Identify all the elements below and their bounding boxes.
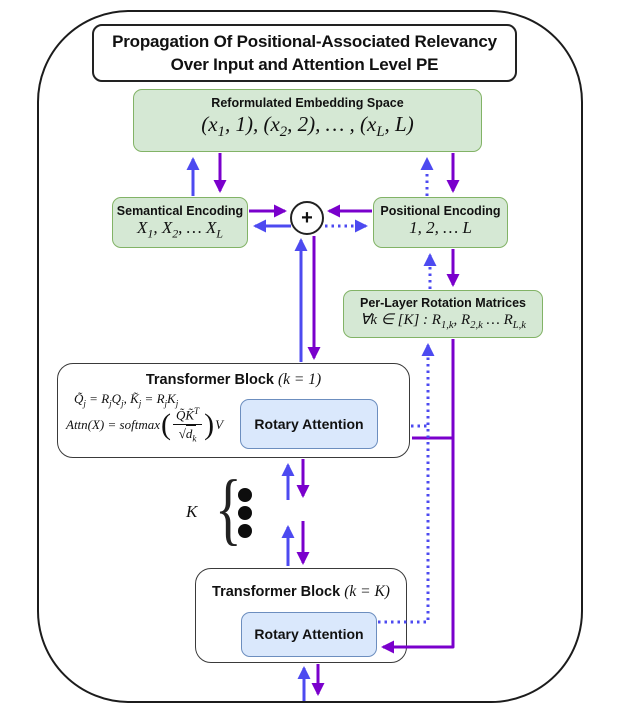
ellipsis-dot xyxy=(238,488,252,502)
plus-combiner-circle: + xyxy=(290,201,324,235)
sqrt-body: dk xyxy=(185,425,197,444)
ellipsis-dot xyxy=(238,506,252,520)
reformulated-math: (x1, 1), (x2, 2), … , (xL, L) xyxy=(201,112,414,141)
diagram-title-box: Propagation Of Positional-Associated Rel… xyxy=(92,24,517,82)
rotary-attention-box-1: Rotary Attention xyxy=(240,399,378,449)
per-layer-title: Per-Layer Rotation Matrices xyxy=(359,296,527,310)
attn-denominator: √dk xyxy=(173,425,202,444)
rotary-attention-box-K: Rotary Attention xyxy=(241,612,377,657)
positional-title: Positional Encoding xyxy=(380,204,501,218)
transformer-block-K-title: Transformer Block (k = K) xyxy=(212,583,390,600)
k-repeat-brace: { xyxy=(214,465,242,553)
transformer-block-K-index: (k = K) xyxy=(344,583,390,600)
per-layer-math: ∀k ∈ [K] : R1,k, R2,k … RL,k xyxy=(360,312,526,331)
rotation-equation: Q̃j = RjQj, K̃j = RjKj xyxy=(74,391,179,409)
diagram-title-line2: Over Input and Attention Level PE xyxy=(170,55,439,74)
ellipsis-dot xyxy=(238,524,252,538)
diagram-title-line1: Propagation Of Positional-Associated Rel… xyxy=(112,32,497,51)
attn-fraction: Q̃K̃T √dk xyxy=(172,406,203,444)
reformulated-embedding-space-box: Reformulated Embedding Space (x1, 1), (x… xyxy=(133,89,482,152)
transformer-block-1-index: (k = 1) xyxy=(278,371,322,388)
k-repeat-label: K xyxy=(186,502,198,521)
attn-prefix: Attn(X) = softmax xyxy=(66,416,160,432)
attn-close-paren: ) xyxy=(204,407,215,441)
attn-open-paren: ( xyxy=(160,407,171,441)
positional-encoding-box: Positional Encoding 1, 2, … L xyxy=(373,197,508,248)
sqrt-sign: √ xyxy=(178,426,186,442)
semantical-title: Semantical Encoding xyxy=(116,204,244,218)
attn-suffix: V xyxy=(215,416,224,432)
attention-equation: Attn(X) = softmax ( Q̃K̃T √dk ) V xyxy=(66,406,223,444)
transformer-block-1: Transformer Block (k = 1) Q̃j = RjQj, K̃… xyxy=(57,363,410,458)
transformer-block-1-title: Transformer Block (k = 1) xyxy=(145,371,322,388)
attn-numerator: Q̃K̃T xyxy=(172,406,203,426)
reformulated-title: Reformulated Embedding Space xyxy=(211,96,404,110)
semantical-math: X1, X2, … XL xyxy=(136,218,224,241)
semantical-encoding-box: Semantical Encoding X1, X2, … XL xyxy=(112,197,248,248)
plus-icon: + xyxy=(301,207,313,229)
positional-math: 1, 2, … L xyxy=(409,218,472,237)
per-layer-rotation-matrices-box: Per-Layer Rotation Matrices ∀k ∈ [K] : R… xyxy=(343,290,543,338)
